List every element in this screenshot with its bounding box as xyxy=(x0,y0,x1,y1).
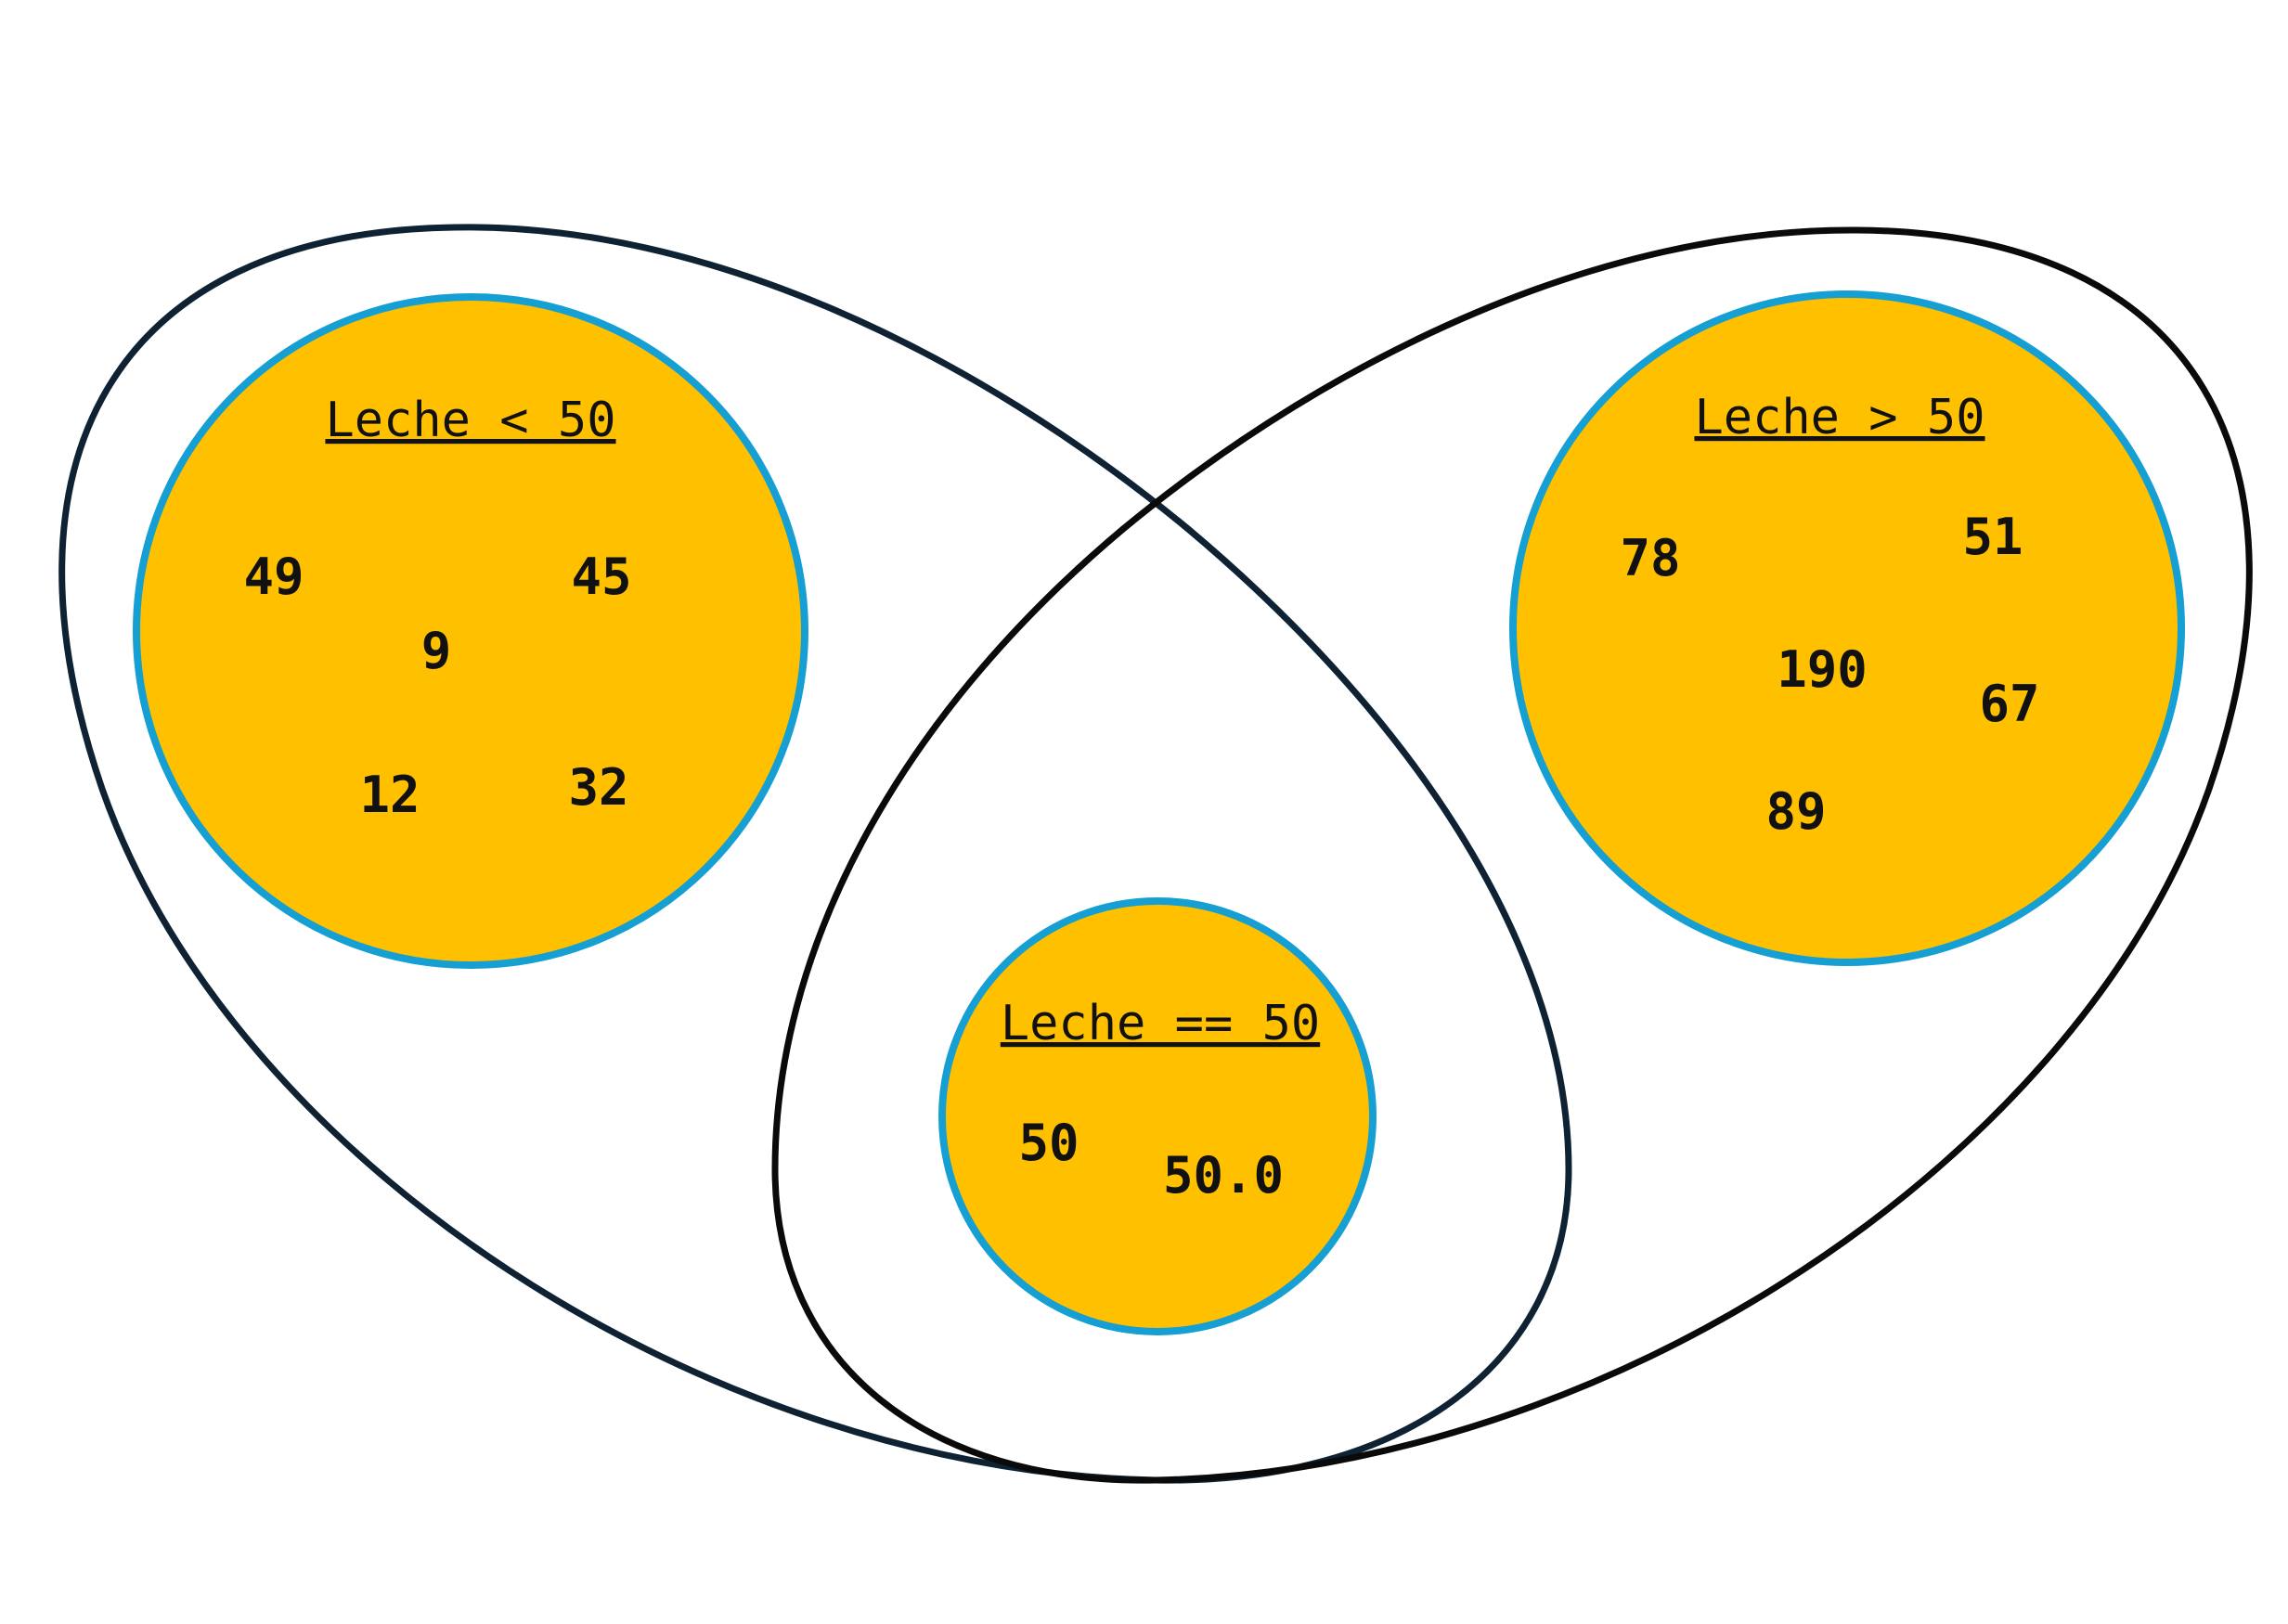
right-loop-outline xyxy=(771,226,2253,1484)
group-less-value: 32 xyxy=(568,758,628,817)
group-equal-value: 50.0 xyxy=(1163,1146,1284,1205)
left-loop-outline xyxy=(58,224,1572,1484)
group-less-value: 9 xyxy=(421,622,452,680)
group-equal-circle xyxy=(938,897,1377,1335)
group-less-value: 45 xyxy=(571,548,631,606)
group-greater-title: Leche > 50 xyxy=(1694,390,1984,445)
group-equal-title: Leche == 50 xyxy=(1001,996,1320,1051)
group-less-value: 12 xyxy=(359,766,420,824)
group-greater-value: 190 xyxy=(1777,640,1868,699)
group-greater-circle xyxy=(1509,290,2185,966)
group-equal-value: 50 xyxy=(1018,1114,1079,1172)
group-greater-value: 51 xyxy=(1962,508,2023,566)
group-greater-value: 89 xyxy=(1765,782,1826,841)
group-less-title: Leche < 50 xyxy=(325,393,615,448)
group-less-circle xyxy=(133,293,808,969)
group-greater-value: 67 xyxy=(1979,675,2039,733)
group-less-value: 49 xyxy=(243,548,304,606)
group-greater-value: 78 xyxy=(1620,529,1680,587)
